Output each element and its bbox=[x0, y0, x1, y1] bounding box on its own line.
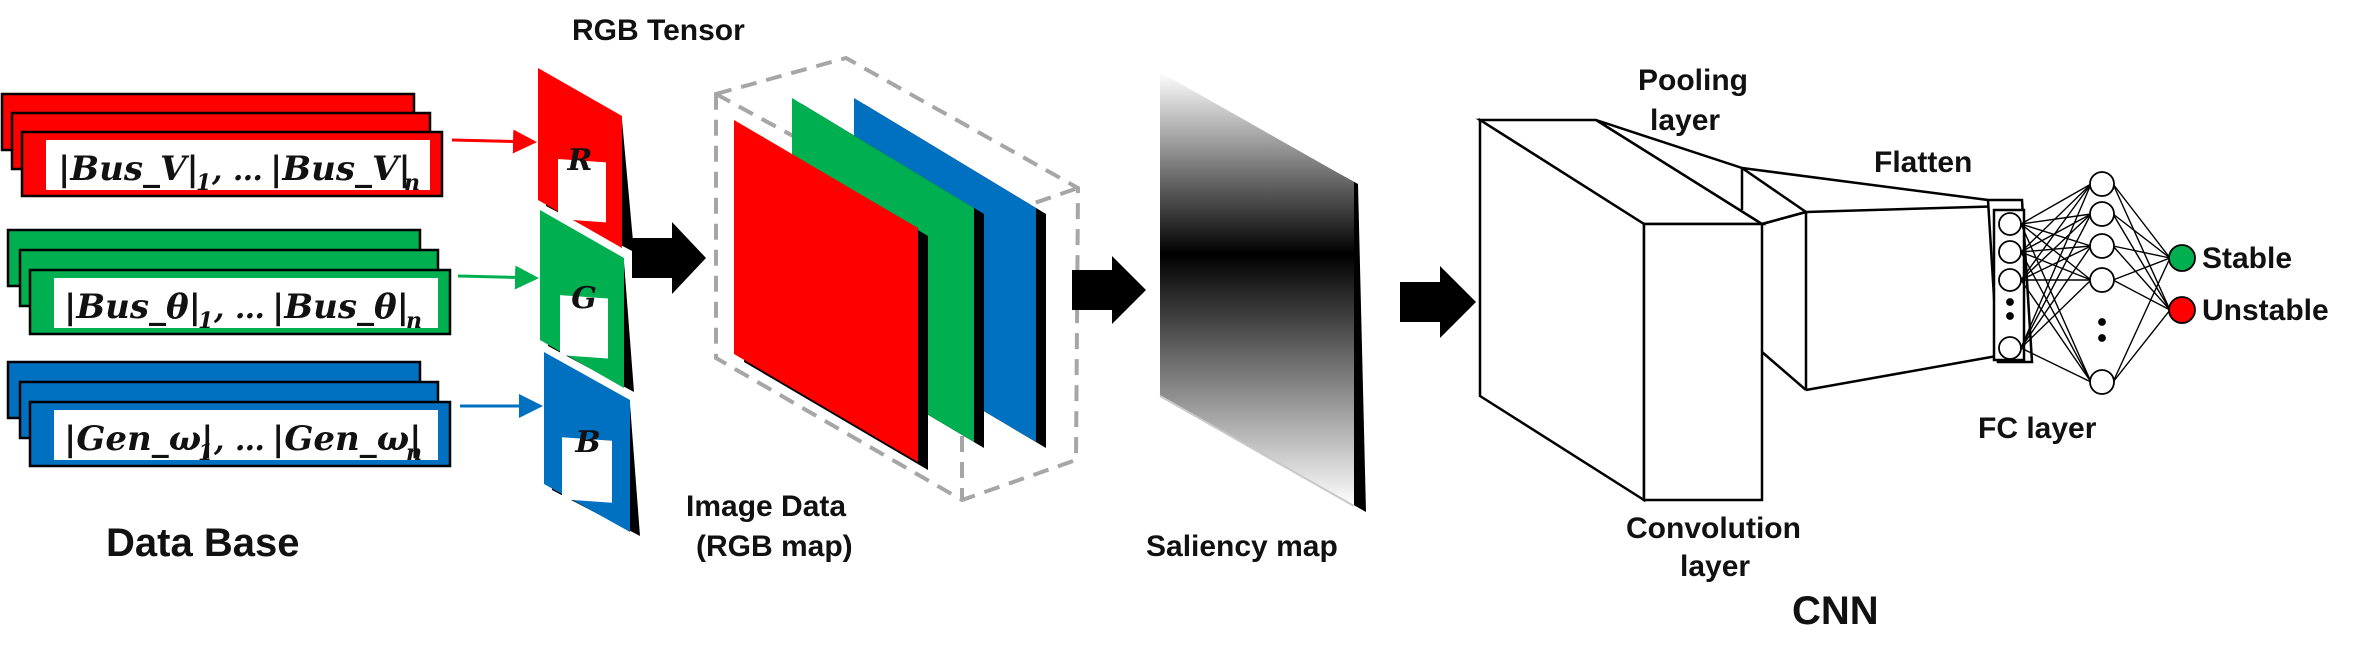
stable-output-node bbox=[2168, 244, 2196, 272]
image-to-saliency-arrow bbox=[1072, 256, 1146, 324]
image-data-label-line1: Image Data bbox=[686, 490, 846, 523]
gen-omega-formula: |Gen_ω| 1 , … |Gen_ω| n bbox=[64, 419, 422, 466]
svg-text:|Bus_θ|: |Bus_θ| bbox=[64, 287, 201, 327]
green-channel-arrow bbox=[457, 265, 539, 290]
red-channel-arrow bbox=[451, 129, 537, 154]
svg-text:, …: , … bbox=[213, 423, 265, 458]
tensor-channel-g: G bbox=[540, 210, 634, 392]
tensor-channel-r: R bbox=[538, 68, 634, 252]
image-data-red-layer bbox=[734, 120, 928, 470]
flatten-neurons bbox=[1998, 212, 2022, 360]
svg-text:n: n bbox=[404, 170, 420, 196]
svg-text:, …: , … bbox=[213, 291, 265, 326]
fc-layer-label: FC layer bbox=[1978, 412, 2097, 445]
stable-label: Stable bbox=[2202, 242, 2292, 275]
rgb-tensor-label: RGB Tensor bbox=[572, 14, 745, 47]
unstable-output-node bbox=[2168, 296, 2196, 324]
svg-text:B: B bbox=[574, 425, 600, 460]
fc-connections bbox=[2020, 183, 2171, 383]
tensor-to-image-arrow bbox=[632, 222, 706, 294]
database-stack-bus-theta: |Bus_θ| 1 , … |Bus_θ| n bbox=[6, 228, 452, 336]
image-data-box bbox=[714, 55, 1081, 503]
convolution-layer-label-line2: layer bbox=[1680, 550, 1750, 583]
pooling-layer-label-line1: Pooling bbox=[1638, 64, 1748, 97]
database-stack-bus-v: |Bus_V| 1 , … |Bus_V| n bbox=[0, 92, 444, 198]
cnn-label: CNN bbox=[1792, 589, 1879, 633]
svg-text:R: R bbox=[567, 143, 593, 178]
svg-text:|Bus_V|: |Bus_V| bbox=[58, 149, 199, 189]
svg-text:|Bus_θ|: |Bus_θ| bbox=[272, 287, 409, 327]
svg-text:n: n bbox=[406, 440, 422, 466]
svg-text:, …: , … bbox=[211, 153, 263, 188]
svg-text:G: G bbox=[571, 281, 597, 316]
image-data-label-line2: (RGB map) bbox=[696, 530, 853, 563]
tensor-channel-b: B bbox=[544, 352, 640, 536]
convolution-layer-label-line1: Convolution bbox=[1626, 512, 1801, 545]
output-neurons bbox=[2168, 244, 2196, 324]
pooling-layer-label-line2: layer bbox=[1650, 104, 1720, 137]
data-base-label: Data Base bbox=[106, 521, 299, 565]
fc-hidden-neurons bbox=[2089, 171, 2115, 395]
saliency-map-label: Saliency map bbox=[1146, 530, 1338, 563]
cnn-architecture bbox=[1475, 117, 2009, 503]
saliency-map-panel bbox=[1159, 72, 1366, 512]
svg-text:1: 1 bbox=[196, 170, 211, 196]
svg-text:n: n bbox=[406, 308, 422, 334]
unstable-label: Unstable bbox=[2202, 294, 2329, 327]
database-stack-gen-omega: |Gen_ω| 1 , … |Gen_ω| n bbox=[6, 360, 452, 468]
saliency-to-cnn-arrow bbox=[1400, 266, 1476, 338]
svg-text:|Gen_ω|: |Gen_ω| bbox=[64, 419, 214, 459]
bus-v-formula: |Bus_V| 1 , … |Bus_V| n bbox=[58, 149, 420, 196]
flatten-label: Flatten bbox=[1874, 146, 1972, 179]
svg-text:|Gen_ω|: |Gen_ω| bbox=[272, 419, 422, 459]
bus-theta-formula: |Bus_θ| 1 , … |Bus_θ| n bbox=[64, 287, 422, 334]
svg-text:1: 1 bbox=[198, 440, 213, 466]
svg-text:|Bus_V|: |Bus_V| bbox=[270, 149, 411, 189]
svg-text:1: 1 bbox=[198, 308, 213, 334]
